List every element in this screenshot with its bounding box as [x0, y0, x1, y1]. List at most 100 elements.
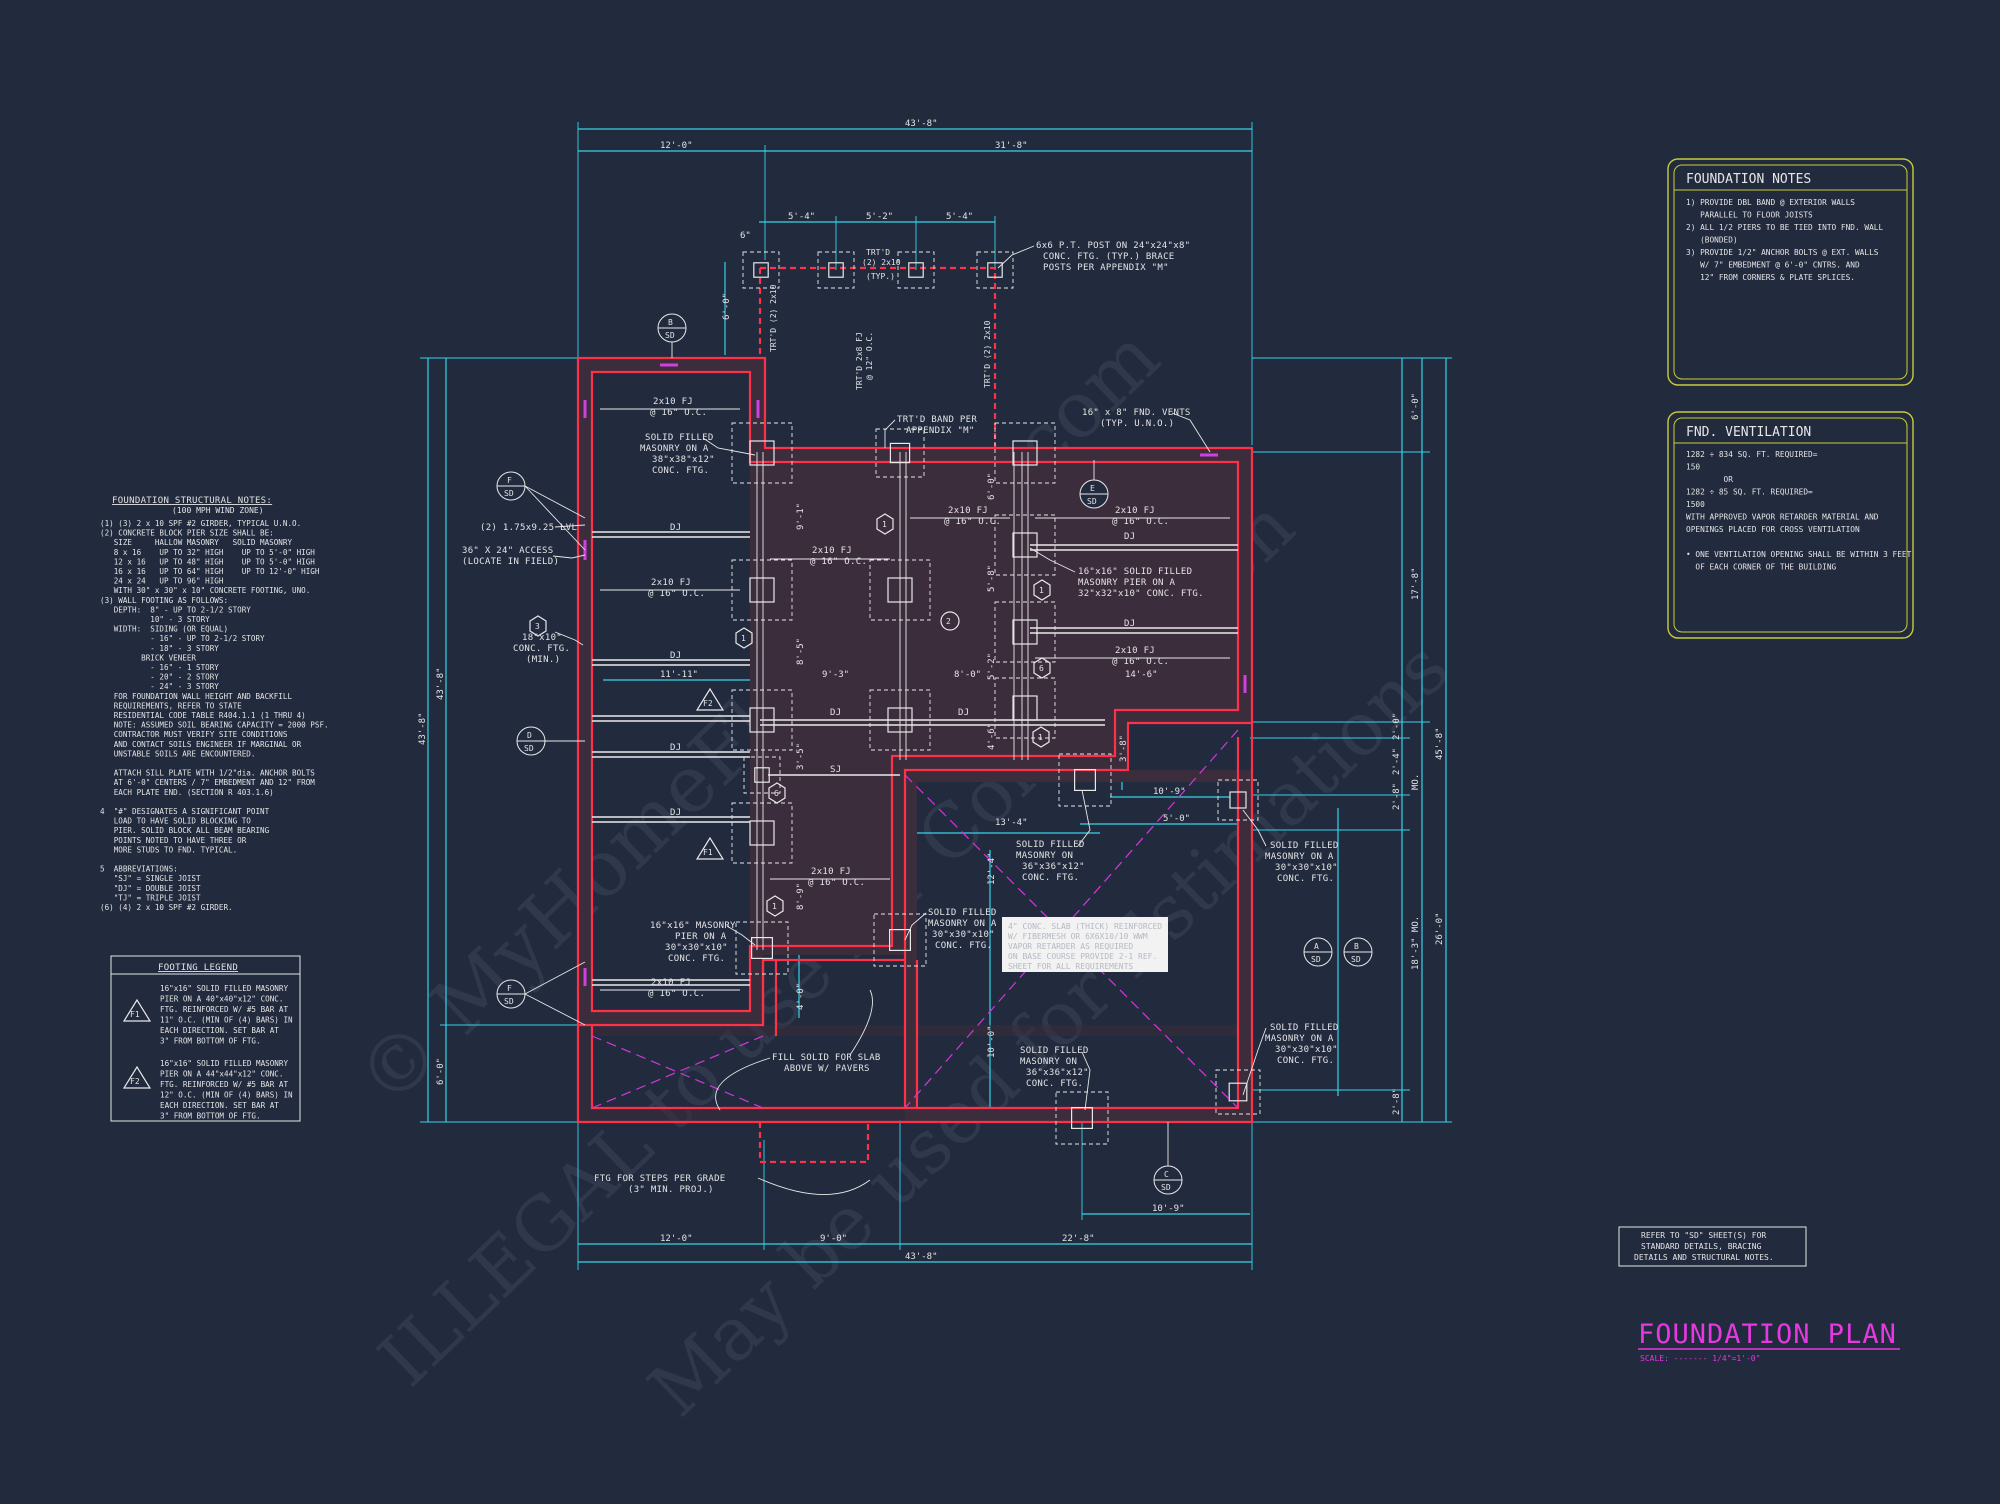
pier-footing-outline: [873, 913, 927, 967]
solid36b-3: 36"x36"x12": [1026, 1068, 1089, 1078]
pier30-2: PIER ON A: [675, 932, 727, 942]
pier-footing-outline: [976, 251, 1014, 289]
oc-label-2: @ 16" O.C.: [648, 589, 705, 599]
solid30a-3: 30"x30"x10": [932, 930, 995, 940]
dim-v-10: 3'-8": [1119, 735, 1129, 762]
footing-legend-heading: FOOTING LEGEND: [158, 963, 238, 973]
solid30b-3: 30"x30"x10": [1275, 863, 1338, 873]
access-callout-2: (LOCATE IN FIELD): [462, 557, 559, 567]
masonry-pier: [908, 262, 924, 278]
access-callout-1: 36" X 24" ACCESS: [462, 546, 554, 556]
structural-note-line: WITH 30" x 30" x 10" CONCRETE FOOTING, U…: [100, 586, 310, 595]
section-tag-d: D SD: [516, 726, 585, 756]
post-callout-1: 6x6 P.T. POST ON 24"x24"x8": [1036, 241, 1190, 251]
slab-note-4: ON BASE COURSE PROVIDE 2-1 REF.: [1008, 952, 1157, 961]
slab-note-5: SHEET FOR ALL REQUIREMENTS: [1008, 962, 1133, 971]
structural-note-line: "TJ" = TRIPLE JOIST: [100, 893, 201, 902]
trtd-2x10-right: TRT'D (2) 2x10: [983, 320, 992, 388]
masonry-pier: [750, 936, 773, 959]
svg-text:A: A: [1314, 942, 1319, 951]
sj-label: SJ: [830, 765, 841, 775]
refer-note-1: REFER TO "SD" SHEET(S) FOR: [1641, 1231, 1766, 1240]
svg-text:1: 1: [772, 902, 777, 911]
pier-footing-outline: [994, 677, 1056, 739]
dj-label-2: DJ: [670, 651, 681, 661]
foundation-walls: [576, 266, 1254, 1164]
pier32-3: 32"x32"x10" CONC. FTG.: [1078, 589, 1204, 599]
solid30c-4: CONC. FTG.: [1277, 1056, 1334, 1066]
fj-label-1: 2x10 FJ: [653, 397, 693, 407]
pier-footing-outline: [994, 601, 1056, 663]
post-callout-2: CONC. FTG. (TYP.) BRACE: [1043, 252, 1175, 262]
legend-f1-line: PIER ON A 40"x40"x12" CONC.: [160, 995, 283, 1004]
fj-label-6: 2x10 FJ: [1115, 506, 1155, 516]
dim-v-6: 6'-0": [987, 473, 997, 500]
structural-note-line: 5 ABBREVIATIONS:: [100, 865, 178, 874]
ventilation-line: OR: [1686, 475, 1733, 484]
structural-note-line: 16 x 16 UP TO 64" HIGH UP TO 12'-0" HIGH: [100, 567, 320, 576]
solid30b-4: CONC. FTG.: [1277, 874, 1334, 884]
oc-label-5: @ 16" O.C.: [944, 517, 1001, 527]
solid36a-2: MASONRY ON: [1016, 851, 1073, 861]
ventilation-line: 1282 ÷ 85 SQ. FT. REQUIRED=: [1686, 488, 1813, 497]
dim-porch-6in: 6": [740, 231, 751, 241]
masonry-pier: [1012, 440, 1038, 466]
solid36b-1: SOLID FILLED: [1020, 1046, 1089, 1056]
fill-solid-1: FILL SOLID FOR SLAB: [772, 1053, 881, 1063]
dim-v-5: 4'-0": [796, 983, 806, 1010]
pier-footing-outline: [897, 251, 935, 289]
svg-text:F: F: [507, 476, 512, 485]
structural-note-line: NOTE: ASSUMED SOIL BEARING CAPACITY = 20…: [100, 721, 329, 730]
structural-note-line: (3) WALL FOOTING AS FOLLOWS:: [100, 596, 228, 605]
key-markers: 3 1 1 1 1 1 2 6: [529, 513, 1051, 917]
masonry-pier: [889, 442, 911, 464]
refer-note: REFER TO "SD" SHEET(S) FOR STANDARD DETA…: [1618, 1226, 1807, 1267]
foundation-notes-lines: 1) PROVIDE DBL BAND @ EXTERIOR WALLS PAR…: [1686, 198, 1883, 282]
solid30b-2: MASONRY ON A: [1265, 852, 1334, 862]
foundation-notes-heading: FOUNDATION NOTES: [1686, 172, 1811, 187]
plan-scale: SCALE: ------- 1/4"=1'-0": [1640, 1354, 1760, 1363]
solid30a-1: SOLID FILLED: [928, 908, 997, 918]
ventilation-heading: FND. VENTILATION: [1686, 425, 1811, 440]
legend-f1-triangle: [122, 998, 152, 1022]
solid38-4: CONC. FTG.: [652, 466, 709, 476]
pier32-2: MASONRY PIER ON A: [1078, 578, 1175, 588]
structural-note-line: DEPTH: 8" - UP TO 2-1/2 STORY: [100, 605, 251, 614]
structural-note-line: 12 x 16 UP TO 48" HIGH UP TO 5'-0" HIGH: [100, 557, 315, 566]
dim-left-bottom: 6'-0": [436, 1058, 446, 1085]
dim-v-12: 10'-0": [987, 1025, 997, 1058]
svg-text:SD: SD: [1161, 1183, 1171, 1192]
svg-text:E: E: [1090, 484, 1095, 493]
pier-footing-outline: [743, 756, 781, 794]
section-tag-f-lower: F SD: [496, 961, 586, 1026]
fill-solid-2: ABOVE W/ PAVERS: [784, 1064, 870, 1074]
dimension-labels: 43'-8" 12'-0" 31'-8" 5'-4" 5'-2" 5'-4" 6…: [418, 119, 1445, 1262]
legend-f1-line: FTG. REINFORCED W/ #5 BAR AT: [160, 1005, 288, 1014]
footing-legend: FOOTING LEGEND F1 F2 16"x16" SOLID FILLE…: [110, 955, 301, 1122]
band-callout-1: TRT'D BAND PER: [897, 415, 977, 425]
pier-footing-outline: [1055, 1091, 1109, 1145]
slab-note-box: [1002, 917, 1168, 972]
trtd-oc: @ 12" O.C.: [865, 332, 874, 380]
solid36b-4: CONC. FTG.: [1026, 1079, 1083, 1089]
dim-v-7: 5'-8": [987, 565, 997, 592]
pier-footing-outline: [875, 428, 925, 478]
dim-c-10-9: 10'-9": [1152, 1204, 1185, 1214]
dim-13-4: 13'-4": [995, 818, 1028, 828]
masonry-pier: [754, 767, 770, 783]
structural-note-line: 4 "#" DESIGNATES A SIGNIFICANT POINT: [100, 807, 270, 816]
dim-v-2: 8'-5": [796, 638, 806, 665]
fj-label-4: 2x10 FJ: [812, 546, 852, 556]
girders: [756, 452, 1029, 950]
dim-9-3: 9'-3": [822, 670, 849, 680]
solid38-1: SOLID FILLED: [645, 433, 714, 443]
ftg18-2: CONC. FTG.: [513, 644, 570, 654]
pier-footing-outline: [1215, 1069, 1261, 1115]
solid30b-1: SOLID FILLED: [1270, 841, 1339, 851]
masonry-pier: [828, 262, 844, 278]
solid38-3: 38"x38"x12": [652, 455, 715, 465]
masonry-pier: [749, 440, 775, 466]
